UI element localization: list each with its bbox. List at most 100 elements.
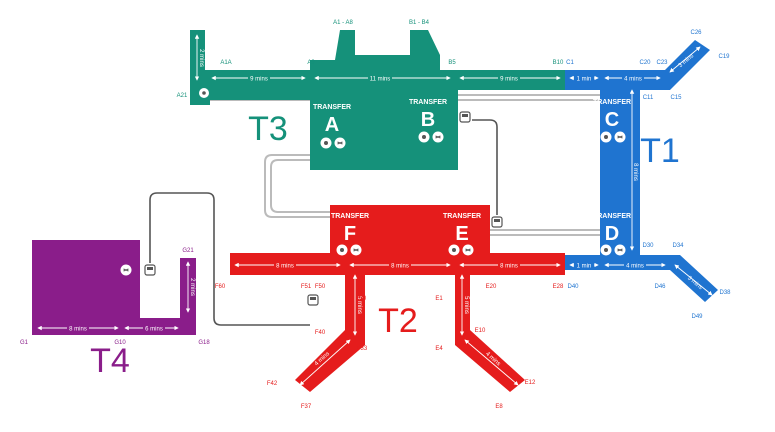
connector-t4-t2-bus (149, 192, 310, 326)
transfer-letter-e: E (455, 223, 468, 245)
gate-g1: G1 (20, 340, 29, 346)
facility-icons (120, 88, 626, 276)
gate-f42: F42 (267, 381, 278, 387)
walk-time-t4-vertical: 2 mins (189, 278, 195, 296)
gate-b1-b4: B1 - B4 (409, 20, 430, 26)
transit-icon (334, 137, 346, 149)
skytrain-icon[interactable] (307, 294, 319, 306)
transit-icon (614, 244, 626, 256)
gate-labels-t2: F60 F51 F50 F30 F40 F33 F42 F37 E20 E28 … (215, 284, 564, 410)
gate-f40: F40 (315, 330, 326, 336)
skytrain-icon[interactable] (144, 264, 156, 276)
gate-labels-t3: A1 - A8 B1 - B4 A1A A9 B5 B10 A21 (177, 20, 564, 99)
transfer-label-e: TRANSFER (443, 213, 481, 220)
skytrain-icon[interactable] (459, 111, 471, 123)
gate-d34: D34 (672, 243, 684, 249)
terminal-t3-shape (190, 30, 570, 170)
gate-c1: C1 (566, 60, 574, 66)
transfer-label-a: TRANSFER (313, 104, 351, 111)
transit-icon (614, 131, 626, 143)
terminal-t1[interactable] (565, 40, 718, 302)
gate-labels-t4: G21 G1 G10 G18 (20, 248, 210, 346)
walk-time-t1-c1-c20: 1 min (577, 77, 592, 83)
immigration-icon (600, 244, 612, 256)
immigration-icon (448, 244, 460, 256)
gate-c26: C26 (690, 30, 702, 36)
transfer-label-b: TRANSFER (409, 99, 447, 106)
transit-icon (432, 131, 444, 143)
terminal-t2-shape (230, 205, 565, 392)
terminal-t2[interactable] (230, 205, 565, 392)
gate-e4: E4 (435, 346, 443, 352)
connector-t3-t2-bus (472, 119, 498, 215)
gate-e20: E20 (486, 284, 497, 290)
gate-labels-t1: C1 C20 C23 C26 C19 C11 C15 D30 D34 D40 D… (566, 30, 731, 320)
walk-time-t2-e20-e28: 8 mins (500, 264, 518, 270)
transfer-letter-c: C (605, 109, 619, 131)
connector-t3-t2-outer (264, 154, 330, 218)
gate-e1: E1 (435, 296, 443, 302)
walk-time-t1-d40-d46: 1 min (577, 264, 592, 270)
terminal-label-t1: T1 (640, 132, 680, 170)
terminal-t3[interactable] (190, 30, 570, 170)
transit-icon (120, 264, 132, 276)
walk-time-t2-f60-f51: 8 mins (276, 264, 294, 270)
gate-f37: F37 (301, 404, 312, 410)
terminal-t4[interactable] (32, 240, 196, 335)
walk-time-t3-a9-b5: 11 mins (370, 77, 391, 83)
gate-a9: A9 (307, 60, 315, 66)
gate-d30: D30 (642, 243, 654, 249)
gate-d38: D38 (719, 290, 731, 296)
transfer-letter-b: B (421, 109, 435, 131)
immigration-icon (199, 88, 209, 98)
gate-e28: E28 (553, 284, 564, 290)
connector-t3-t2-inner (270, 159, 330, 213)
gate-d46: D46 (654, 284, 666, 290)
gate-e12: E12 (525, 380, 536, 386)
gate-c23: C23 (656, 60, 668, 66)
walk-time-t4-g10-g18: 6 mins (145, 327, 163, 333)
terminal-label-t4: T4 (90, 342, 130, 380)
gate-b10: B10 (553, 60, 564, 66)
walk-time-t1-c20-c23: 4 mins (624, 77, 642, 83)
walk-time-t3-b5-b10: 9 mins (500, 77, 518, 83)
walk-time-t2-e-vertical: 5 mins (463, 296, 469, 314)
transfer-label-d: TRANSFER (593, 213, 631, 220)
transfer-label-c: TRANSFER (593, 99, 631, 106)
gate-d40: D40 (567, 284, 579, 290)
immigration-icon (320, 137, 332, 149)
gate-a1-a8: A1 - A8 (333, 20, 353, 26)
gate-e10: E10 (475, 328, 486, 334)
transit-icon (462, 244, 474, 256)
transfer-letter-d: D (605, 223, 619, 245)
terminal-label-t3: T3 (248, 110, 288, 148)
gate-f50: F50 (315, 284, 326, 290)
gate-a1a: A1A (220, 60, 231, 66)
gate-c15: C15 (670, 95, 682, 101)
immigration-icon (600, 131, 612, 143)
walk-time-t2-f30-e1: 8 mins (391, 264, 409, 270)
transit-icon (350, 244, 362, 256)
connector-t2-t1 (490, 229, 600, 236)
skytrain-icon[interactable] (491, 216, 503, 228)
gate-f51: F51 (301, 284, 312, 290)
station-icons (144, 111, 503, 306)
walk-time-t2-f-vertical: 5 mins (356, 296, 362, 314)
immigration-icon (336, 244, 348, 256)
terminal-t1-shape (565, 40, 718, 302)
transfer-labels: TRANSFER A TRANSFER B TRANSFER C TRANSFE… (313, 99, 631, 245)
gate-f33: F33 (357, 346, 368, 352)
terminal-label-t2: T2 (378, 302, 418, 340)
immigration-icon (418, 131, 430, 143)
gate-c19: C19 (718, 54, 730, 60)
gate-f60: F60 (215, 284, 226, 290)
transfer-letter-f: F (344, 223, 356, 245)
walk-time-t1-d46-d34: 4 mins (626, 264, 644, 270)
walk-time-t3-left: 2 mins (198, 49, 204, 67)
gate-g21: G21 (182, 248, 194, 254)
gate-g18: G18 (198, 340, 210, 346)
transfer-letter-a: A (325, 114, 339, 136)
terminal-t4-shape (32, 240, 196, 335)
gate-d49: D49 (691, 314, 703, 320)
